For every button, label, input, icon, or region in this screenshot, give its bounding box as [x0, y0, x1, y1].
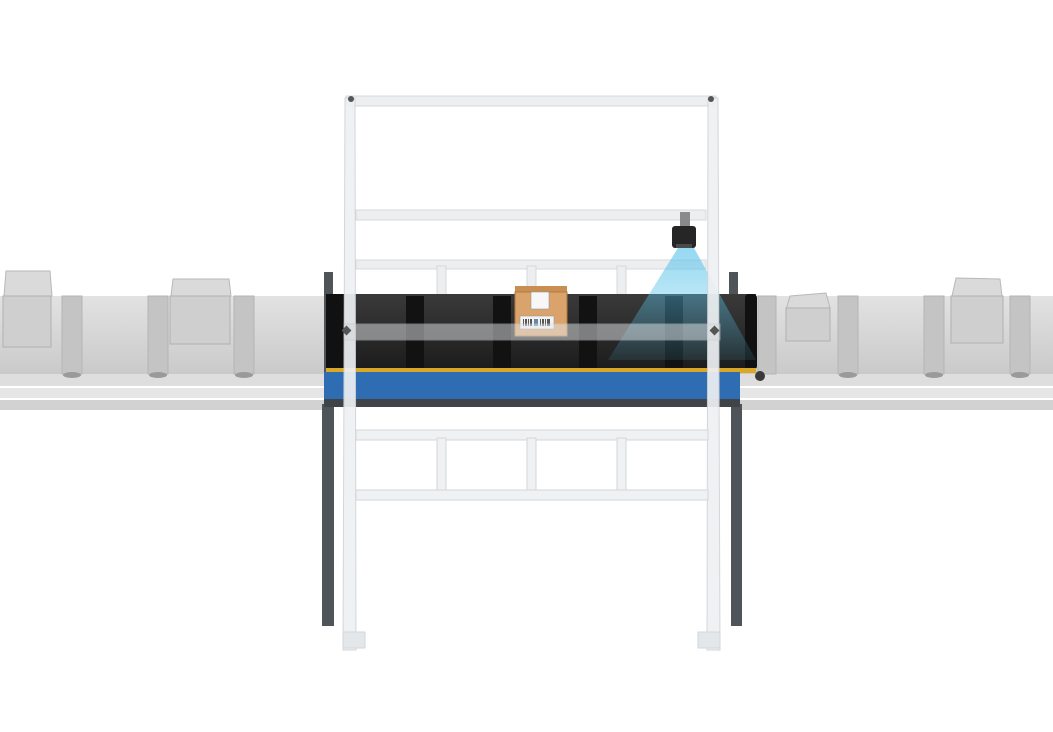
- right-rail: [740, 374, 1053, 386]
- right-conveyor: [740, 277, 1053, 410]
- scanner-lens: [676, 244, 692, 248]
- blue-base: [324, 372, 740, 400]
- right-rollers: [839, 372, 1029, 378]
- frame-strut: [436, 265, 447, 297]
- box-top: [515, 286, 567, 292]
- left-rail-bottom: [0, 400, 330, 410]
- left-rail-lower: [0, 388, 330, 398]
- frame-upper-rail: [355, 209, 707, 221]
- right-rail-bottom: [740, 400, 1053, 410]
- frame-right-column: [706, 97, 721, 651]
- left-rollers: [63, 372, 253, 378]
- frame-front-crossbar: [343, 323, 721, 341]
- back-frame: [345, 95, 717, 297]
- gray-parcel: [169, 278, 232, 345]
- frame-lower-strut: [526, 437, 537, 491]
- right-rail-lower: [740, 388, 1053, 398]
- frame-foot-right: [697, 631, 721, 649]
- frame-bottom-rail: [355, 489, 709, 501]
- frame-strut: [616, 265, 627, 297]
- left-conveyor: [0, 270, 330, 410]
- gray-parcel: [785, 292, 831, 342]
- right-leg: [731, 404, 742, 626]
- base-underside: [324, 399, 740, 407]
- frame-top-bar: [345, 95, 717, 107]
- belt-accent-strip: [326, 368, 756, 373]
- gray-parcel: [950, 277, 1004, 344]
- scanner-mount: [680, 212, 690, 226]
- scanner-body: [672, 226, 696, 248]
- gray-parcel: [2, 270, 53, 348]
- front-frame: [342, 97, 721, 651]
- frame-joints: [341, 96, 720, 336]
- right-pleats: [757, 295, 1031, 375]
- frame-left-column: [342, 97, 357, 651]
- barcode-lines: [523, 319, 550, 326]
- belt-end-left: [326, 294, 344, 370]
- frame-lower-strut: [436, 437, 447, 491]
- barcode-scanner-icon: [672, 212, 696, 248]
- box-label-upper: [530, 291, 550, 310]
- frame-lower-strut: [616, 437, 627, 491]
- left-leg: [322, 404, 334, 626]
- belt-motor: [755, 371, 765, 381]
- frame-foot-left: [342, 631, 366, 649]
